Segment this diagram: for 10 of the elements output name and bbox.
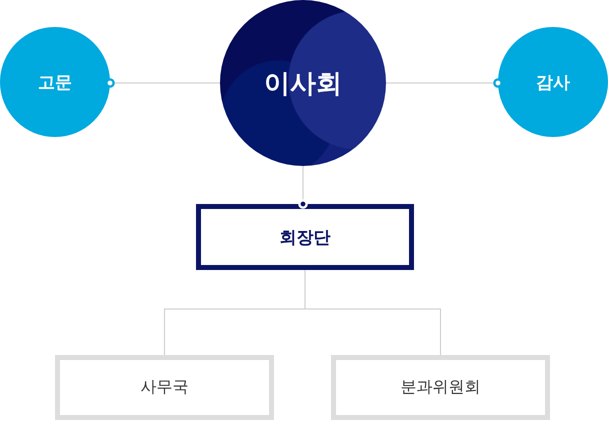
org-box: 사무국 — [55, 355, 274, 420]
org-box: 분과위원회 — [331, 355, 550, 420]
connector-line — [298, 166, 308, 209]
circle-node: 고문 — [0, 27, 110, 137]
connector-line — [304, 270, 441, 356]
circle-node: 이사회 — [220, 0, 386, 166]
circle-node: 감사 — [498, 27, 608, 137]
connector-line — [105, 78, 220, 88]
connector-line — [386, 78, 503, 88]
org-box: 회장단 — [196, 204, 414, 270]
